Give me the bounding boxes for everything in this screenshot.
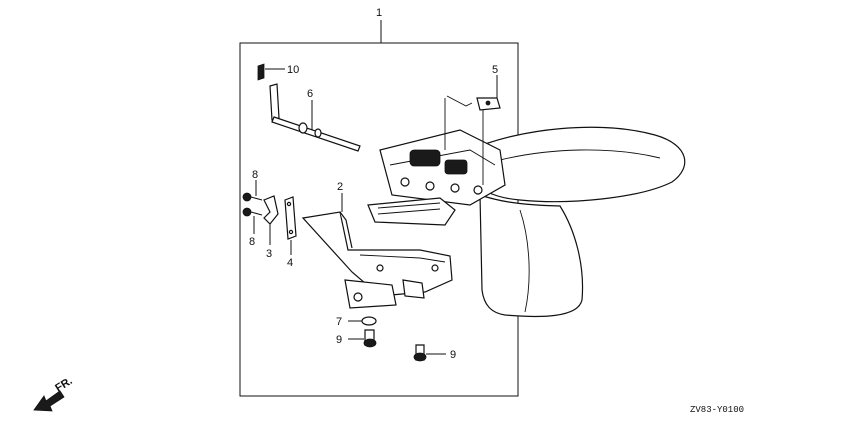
engine-cover <box>469 126 686 318</box>
washer-part-7 <box>361 316 377 326</box>
arrow-front-icon <box>33 390 65 412</box>
bolt-part-9-right <box>413 344 427 362</box>
callout-1: 1 <box>376 7 382 19</box>
callout-2: 2 <box>337 181 343 193</box>
callout-4: 4 <box>287 257 293 269</box>
mount-body <box>367 98 506 226</box>
callout-8-upper: 8 <box>252 169 258 181</box>
direction-label: FR. <box>53 375 74 395</box>
plate-part-4 <box>284 196 297 240</box>
callout-10: 10 <box>287 64 299 76</box>
plate-part-5 <box>476 97 501 111</box>
callout-5: 5 <box>492 64 498 76</box>
bracket-part-2 <box>301 211 453 309</box>
bolt-part-8-lower <box>242 207 263 217</box>
diagram-code: ZV83-Y0100 <box>690 405 744 415</box>
rod-part-6 <box>269 83 361 152</box>
bracket-part-3 <box>263 195 279 225</box>
callout-7: 7 <box>336 316 342 328</box>
callout-9-right: 9 <box>450 349 456 361</box>
bolt-part-9-left <box>363 329 377 348</box>
callout-9-left: 9 <box>336 334 342 346</box>
callout-6: 6 <box>307 88 313 100</box>
clip-part-10 <box>257 63 265 81</box>
hint-5 <box>446 95 473 107</box>
bolt-part-8-upper <box>242 192 263 202</box>
assembly-box <box>239 42 519 397</box>
callout-8-lower: 8 <box>249 236 255 248</box>
callout-3: 3 <box>266 248 272 260</box>
